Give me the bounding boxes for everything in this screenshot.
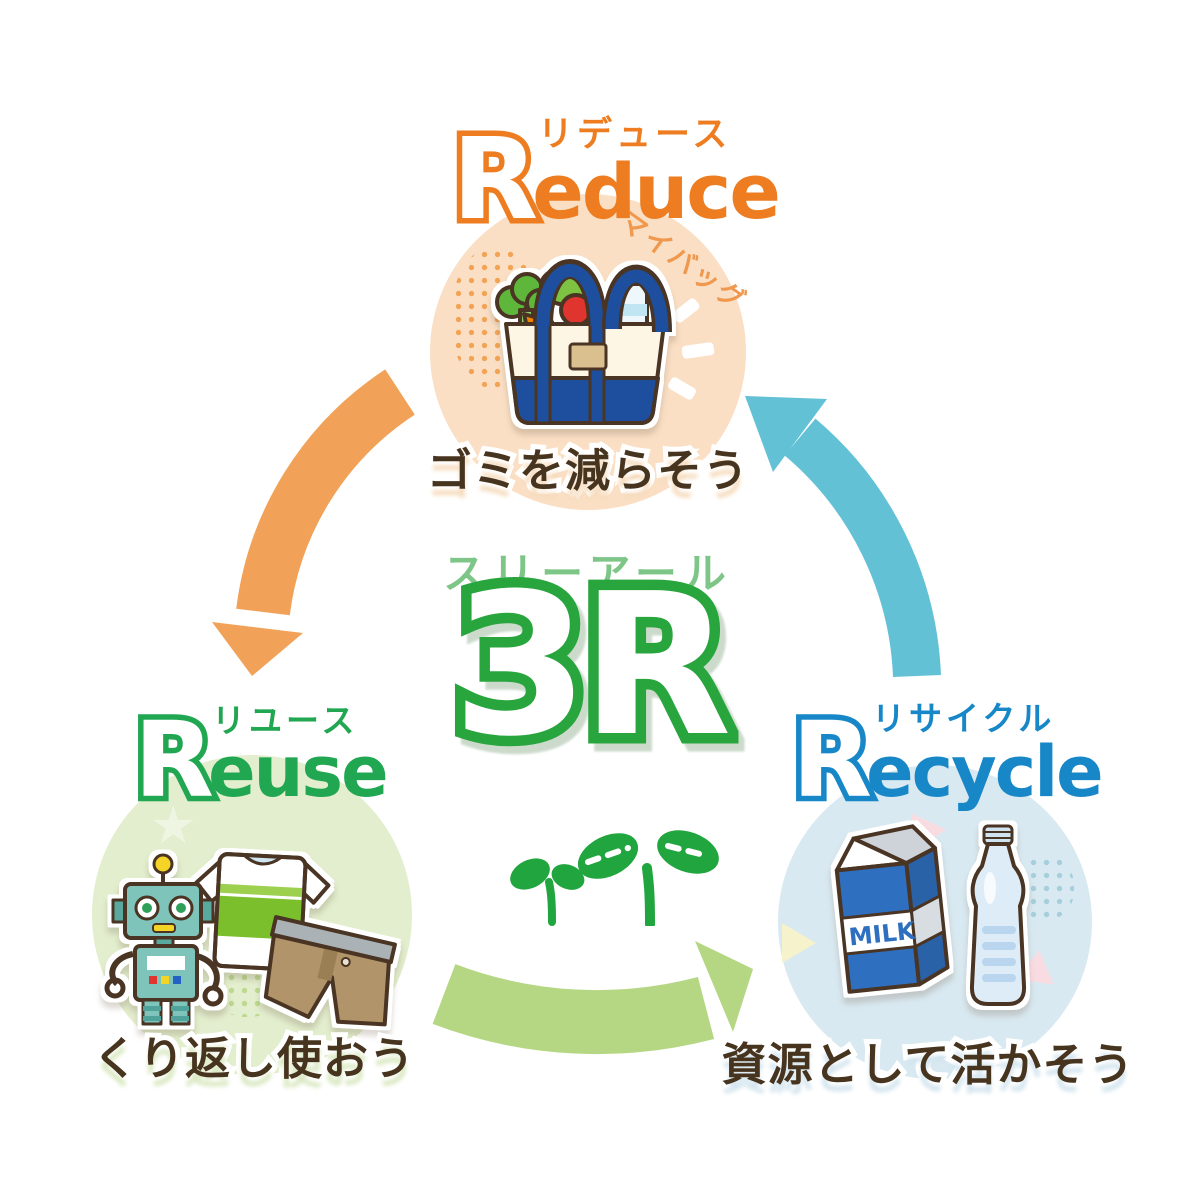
recycle-items-icon: MILK — [834, 824, 1027, 1006]
milk-carton-icon: MILK — [834, 824, 950, 994]
reuse-kana: リユース — [212, 701, 359, 740]
star-icon: ★ — [150, 796, 197, 856]
tote-bag-icon — [495, 259, 672, 425]
recycle-word-initial: R — [786, 699, 877, 821]
reuse-word-initial: R — [128, 699, 219, 821]
center-kana: スリーアール — [443, 549, 733, 598]
arrow-reuse-to-recycle-icon — [432, 941, 753, 1055]
reduce-caption: ゴミを減らそう — [422, 439, 753, 502]
reuse-caption: くり返し使おう — [88, 1027, 419, 1090]
recycle-caption: 資源として活かそう — [717, 1033, 1139, 1096]
recycle-word-rest: ecycle — [866, 731, 1104, 813]
seedling-icon — [510, 830, 719, 926]
reduce-word-rest: educe — [532, 147, 781, 236]
arrow-reduce-to-reuse-icon — [212, 369, 416, 676]
reuse-word-rest: euse — [208, 731, 388, 813]
reduce-word-initial: R — [446, 115, 543, 245]
center-3r-label: 3R — [442, 552, 742, 780]
arrow-recycle-to-reduce-icon — [745, 396, 941, 678]
reuse-items-icon — [104, 852, 397, 1027]
pet-bottle-icon — [969, 824, 1027, 1006]
recycle-kana: リサイクル — [872, 699, 1056, 738]
robot-icon — [104, 853, 224, 1026]
reduce-kana: リデュース — [538, 115, 732, 155]
shorts-icon — [263, 915, 397, 1027]
